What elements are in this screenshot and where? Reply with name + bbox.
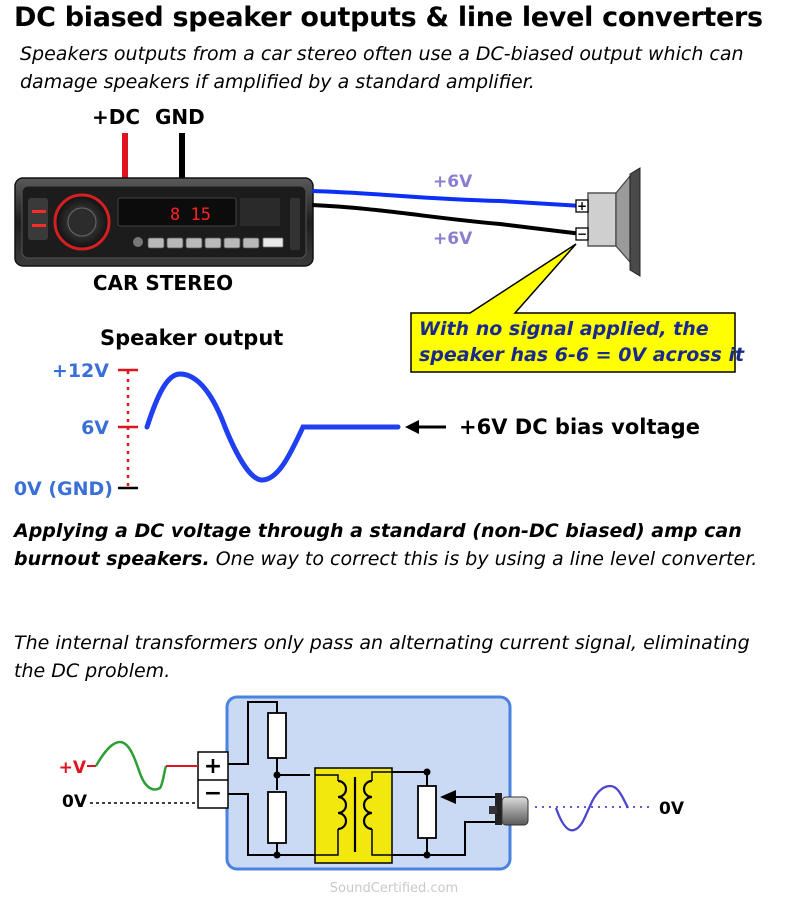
watermark: SoundCertified.com xyxy=(330,881,458,896)
callout-line-2: speaker has 6-6 = 0V across it xyxy=(419,344,745,366)
plus-dc-label: +DC xyxy=(92,105,140,129)
wire-voltage-bottom: +6V xyxy=(433,229,473,249)
speaker-output-wave xyxy=(144,371,401,483)
speaker-wire-positive xyxy=(311,189,583,208)
input-signal-wave xyxy=(94,740,168,791)
paragraph-1: Applying a DC voltage through a standard… xyxy=(14,517,784,573)
callout-line-1: With no signal applied, the xyxy=(419,318,709,340)
plus-terminal-symbol: + xyxy=(204,754,222,779)
callout-box xyxy=(410,243,736,373)
wire-voltage-top: +6V xyxy=(433,172,473,192)
gnd-label: GND xyxy=(155,105,205,129)
output-zero-label: 0V xyxy=(659,799,685,819)
page-title: DC biased speaker outputs & line level c… xyxy=(14,2,763,33)
output-signal-wave xyxy=(554,784,630,832)
stereo-display: 8 15 xyxy=(170,205,211,225)
svg-text:−: − xyxy=(577,227,587,241)
resistor-bottom xyxy=(267,791,287,844)
transformer-icon xyxy=(314,767,393,864)
tick-label-top: +12V xyxy=(52,360,109,382)
input-plus-label: +V xyxy=(59,758,87,778)
paragraph-2: The internal transformers only pass an a… xyxy=(14,632,750,682)
rca-plug-icon xyxy=(495,793,502,825)
bias-label: +6V DC bias voltage xyxy=(459,415,700,439)
minus-terminal-symbol: − xyxy=(204,781,222,806)
speaker-icon: + − xyxy=(575,167,641,277)
graph-title: Speaker output xyxy=(100,326,283,350)
car-stereo-caption: CAR STEREO xyxy=(93,271,233,295)
paragraph-1-rest: One way to correct this is by using a li… xyxy=(209,548,758,570)
intro-text: Speakers outputs from a car stereo often… xyxy=(20,43,744,93)
speaker-wire-negative xyxy=(311,203,583,236)
power-wires xyxy=(122,133,185,182)
tick-label-mid: 6V xyxy=(81,417,109,439)
input-zero-label: 0V xyxy=(62,792,88,812)
resistor-top xyxy=(267,712,287,759)
svg-text:+: + xyxy=(577,199,587,213)
line-level-converter: + − xyxy=(197,695,529,871)
car-stereo-icon: 8 15 xyxy=(14,177,314,267)
output-potentiometer xyxy=(417,785,437,839)
paragraph-1-bold: Applying a DC voltage through a standard… xyxy=(14,520,742,570)
tick-label-bottom: 0V (GND) xyxy=(14,478,113,500)
